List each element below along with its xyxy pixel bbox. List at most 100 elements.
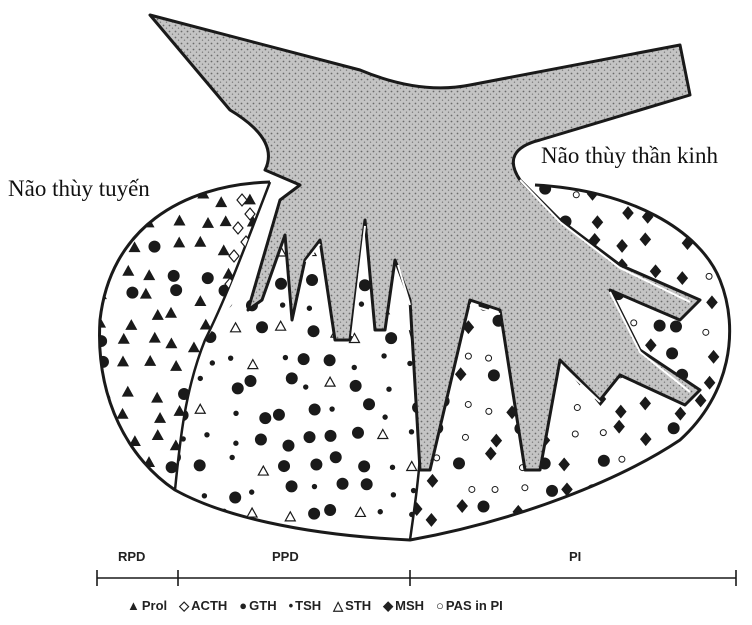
- tsh-cell-marker: [198, 376, 202, 380]
- gth-cell-marker: [359, 280, 370, 291]
- legend-item-tsh: •TSH: [289, 598, 322, 614]
- prol-cell-marker: [130, 487, 140, 496]
- tsh-cell-marker: [378, 510, 382, 514]
- legend-text: MSH: [395, 598, 424, 613]
- gth-cell-marker: [194, 460, 205, 471]
- gth-cell-marker: [276, 278, 287, 289]
- open-diamond-icon: ◇: [179, 598, 189, 613]
- gth-cell-marker: [99, 266, 110, 277]
- gth-cell-marker: [168, 514, 179, 525]
- legend-item-prol: ▲Prol: [127, 598, 167, 614]
- msh-cell-marker: [733, 377, 743, 389]
- msh-cell-marker: [721, 267, 731, 279]
- legend-text: ACTH: [191, 598, 227, 613]
- pas-cell-marker: [658, 505, 664, 511]
- pas-cell-marker: [465, 353, 471, 359]
- pas-cell-marker: [631, 320, 637, 326]
- small-dot-icon: •: [289, 598, 294, 613]
- gth-cell-marker: [308, 326, 319, 337]
- filled-triangle-icon: ▲: [127, 598, 140, 613]
- gth-cell-marker: [166, 462, 177, 473]
- tsh-cell-marker: [230, 455, 234, 459]
- gth-cell-marker: [708, 204, 719, 215]
- pas-cell-marker: [469, 486, 475, 492]
- pas-cell-marker: [571, 513, 577, 519]
- gth-cell-marker: [260, 413, 271, 424]
- filled-circle-icon: ●: [239, 598, 247, 613]
- gth-cell-marker: [364, 399, 375, 410]
- legend-text: PAS in PI: [446, 598, 503, 613]
- segment-label-ppd: PPD: [272, 549, 299, 564]
- gth-cell-marker: [309, 404, 320, 415]
- tsh-cell-marker: [408, 361, 412, 365]
- gth-cell-marker: [286, 481, 297, 492]
- gth-cell-marker: [202, 273, 213, 284]
- tsh-cell-marker: [304, 385, 308, 389]
- gth-cell-marker: [667, 348, 678, 359]
- open-circle-icon: ○: [436, 598, 444, 613]
- msh-cell-marker: [737, 206, 747, 218]
- gth-cell-marker: [654, 320, 665, 331]
- segment-label-rpd: RPD: [118, 549, 145, 564]
- tsh-cell-marker: [307, 306, 311, 310]
- gth-cell-marker: [257, 322, 268, 333]
- pas-cell-marker: [590, 509, 596, 515]
- prol-cell-marker: [94, 249, 104, 258]
- msh-cell-marker: [679, 176, 689, 188]
- scale-bar: [97, 570, 736, 586]
- gth-cell-marker: [255, 434, 266, 445]
- pas-cell-marker: [703, 329, 709, 335]
- gth-cell-marker: [324, 355, 335, 366]
- prol-cell-marker: [106, 489, 116, 498]
- gth-cell-marker: [279, 461, 290, 472]
- tsh-cell-marker: [410, 512, 414, 516]
- gth-cell-marker: [614, 501, 625, 512]
- tsh-cell-marker: [383, 415, 387, 419]
- tsh-cell-marker: [234, 441, 238, 445]
- gth-cell-marker: [127, 287, 138, 298]
- gth-cell-marker: [232, 383, 243, 394]
- gth-cell-marker: [286, 373, 297, 384]
- gth-cell-marker: [598, 455, 609, 466]
- legend-item-sth: △STH: [333, 598, 371, 614]
- msh-cell-marker: [724, 397, 734, 409]
- msh-cell-marker: [667, 486, 677, 498]
- neurohypophysis-label: Não thùy thần kinh: [541, 143, 718, 169]
- legend-text: TSH: [295, 598, 321, 613]
- tsh-cell-marker: [330, 407, 334, 411]
- prol-cell-marker: [142, 479, 152, 488]
- tsh-cell-marker: [382, 354, 386, 358]
- adenohypophysis-label: Não thùy tuyến: [8, 176, 150, 202]
- gth-cell-marker: [325, 430, 336, 441]
- gth-cell-marker: [670, 321, 681, 332]
- gth-cell-marker: [309, 508, 320, 519]
- tsh-cell-marker: [411, 488, 415, 492]
- gth-cell-marker: [454, 458, 465, 469]
- legend-item-gth: ●GTH: [239, 598, 276, 614]
- tsh-cell-marker: [181, 437, 185, 441]
- gth-cell-marker: [168, 270, 179, 281]
- tsh-cell-marker: [390, 465, 394, 469]
- prol-cell-marker: [99, 417, 109, 426]
- pas-cell-marker: [682, 455, 688, 461]
- gth-cell-marker: [359, 461, 370, 472]
- gth-cell-marker: [330, 452, 341, 463]
- filled-diamond-icon: ◆: [383, 598, 393, 613]
- tsh-cell-marker: [312, 484, 316, 488]
- pas-cell-marker: [572, 431, 578, 437]
- msh-cell-marker: [651, 191, 661, 203]
- gth-cell-marker: [352, 427, 363, 438]
- tsh-cell-marker: [391, 493, 395, 497]
- gth-cell-marker: [304, 432, 315, 443]
- tsh-cell-marker: [387, 387, 391, 391]
- gth-cell-marker: [725, 516, 736, 527]
- gth-cell-marker: [736, 238, 747, 249]
- legend-item-pas: ○PAS in PI: [436, 598, 503, 614]
- tsh-cell-marker: [352, 365, 356, 369]
- legend-text: Prol: [142, 598, 167, 613]
- open-triangle-icon: △: [333, 598, 343, 613]
- gth-cell-marker: [170, 191, 181, 202]
- tsh-cell-marker: [280, 303, 284, 307]
- pas-cell-marker: [462, 434, 468, 440]
- pas-cell-marker: [492, 486, 498, 492]
